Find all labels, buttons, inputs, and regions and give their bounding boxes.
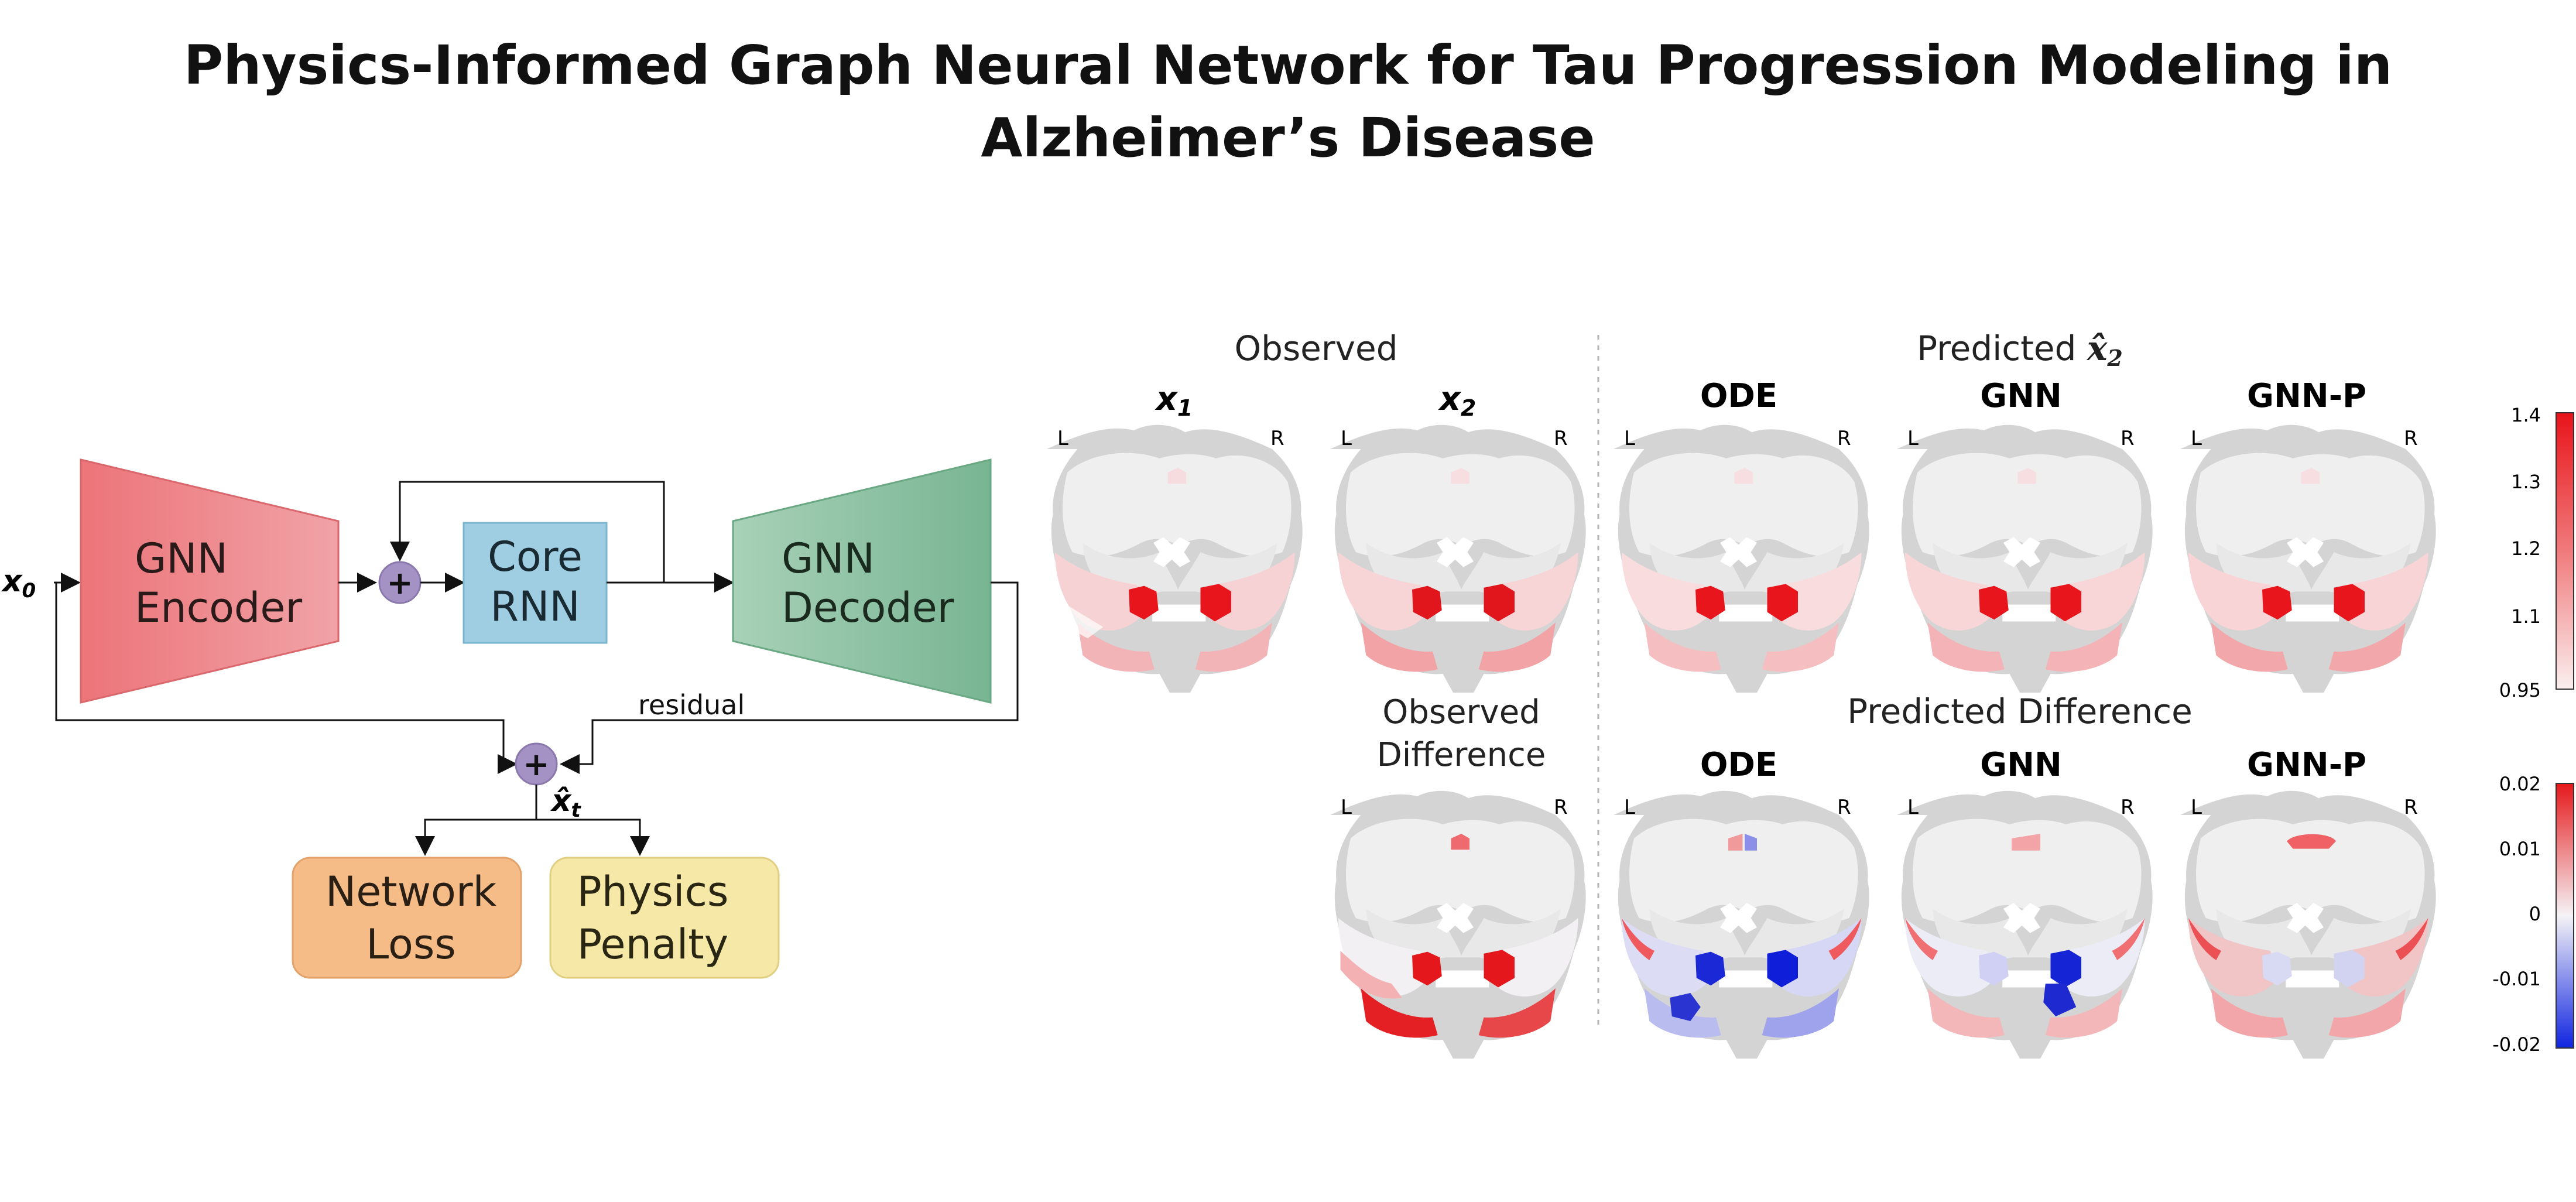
brain-odediff-right-marker: R [1837, 796, 1851, 819]
decoder-output-arrow [560, 581, 1019, 774]
brain-x1-right-marker: R [1270, 427, 1284, 450]
predicted-header: Predicted x̂2 [1917, 328, 2123, 371]
observed-diff-header-line1: Observed [1382, 693, 1540, 731]
brain-ode-right-marker: R [1837, 427, 1851, 450]
brain-predicted-gnn [1897, 424, 2153, 693]
brain-predicted-gnn-p [2180, 424, 2436, 693]
brain-difference-ode [1614, 790, 1869, 1059]
brain-difference-gnn-p [2180, 790, 2436, 1059]
brain-difference-gnn [1897, 790, 2153, 1059]
decoder-label-line2: Decoder [782, 584, 954, 632]
brain-obsdiff-left-marker: L [1341, 796, 1352, 819]
to-loss-arrow [415, 819, 536, 856]
colorbar-tau-tick-1: 1.3 [2511, 471, 2541, 493]
core-rnn-block [463, 522, 608, 644]
physics-penalty-box [549, 857, 780, 979]
col-header-x1: x1 [1155, 380, 1193, 421]
brain-observed-x1 [1047, 424, 1303, 693]
penalty-label-line1: Physics [577, 868, 729, 916]
brain-gnn-left-marker: L [1907, 427, 1919, 450]
brain-observed-difference [1330, 790, 1586, 1059]
observed-diff-header-line2: Difference [1377, 736, 1546, 774]
brain-x2-right-marker: R [1554, 427, 1568, 450]
brain-odediff-left-marker: L [1624, 796, 1635, 819]
brain-ode-left-marker: L [1624, 427, 1635, 450]
brain-gnndiff-left-marker: L [1907, 796, 1919, 819]
loss-label-line1: Network [326, 868, 497, 916]
architecture-diagram: x0 GNN Encoder + Core RNN GNN Decoder re… [1, 458, 1019, 979]
col-header-gnn-p: GNN-P [2247, 377, 2366, 415]
core-label-line1: Core [488, 533, 583, 581]
colorbar-tau-tick-4: 0.95 [2499, 679, 2541, 701]
brain-panel: Observed Predicted x̂2 x1 x2 ODE GNN GNN… [1047, 328, 2574, 1059]
sum-symbol-core: + [386, 564, 413, 601]
colorbar-tau-scale [2556, 412, 2574, 690]
loss-label-line2: Loss [366, 920, 456, 968]
colorbar-diff-tick-0: 0.02 [2499, 773, 2541, 795]
brain-observed-x2 [1330, 424, 1586, 693]
gnn-decoder-block [732, 458, 992, 704]
brain-gnnpdiff-left-marker: L [2191, 796, 2202, 819]
colorbar-tau-tick-3: 1.1 [2511, 605, 2541, 628]
col-header-gnn: GNN [1980, 377, 2062, 415]
sum-symbol-output: + [523, 746, 549, 783]
colorbar-difference: 0.02 0.01 0 -0.01 -0.02 [2492, 773, 2574, 1056]
colorbar-diff-tick-3: -0.01 [2492, 968, 2541, 990]
col-header-x2: x2 [1438, 380, 1477, 421]
decoder-label-line1: GNN [782, 535, 875, 583]
gnn-encoder-block [80, 458, 340, 704]
col-header-ode-diff: ODE [1700, 746, 1777, 784]
brain-gnn-p-right-marker: R [2404, 427, 2418, 450]
brain-x2-left-marker: L [1341, 427, 1352, 450]
residual-label: residual [638, 689, 745, 721]
col-header-ode: ODE [1700, 377, 1777, 415]
colorbar-difference-scale [2556, 783, 2574, 1049]
penalty-label-line2: Penalty [577, 920, 728, 968]
colorbar-tau-tick-0: 1.4 [2511, 404, 2541, 426]
encoder-label-line1: GNN [135, 535, 228, 583]
brain-gnndiff-right-marker: R [2121, 796, 2135, 819]
input-label: x0 [1, 564, 36, 602]
residual-skip-arrow [55, 583, 518, 774]
colorbar-diff-tick-1: 0.01 [2499, 838, 2541, 860]
col-header-gnn-p-diff: GNN-P [2247, 746, 2366, 784]
brain-predicted-ode [1614, 424, 1869, 693]
brain-gnn-right-marker: R [2121, 427, 2135, 450]
network-loss-box [292, 857, 522, 979]
predicted-diff-header: Predicted Difference [1847, 691, 2193, 731]
to-penalty-arrow [536, 819, 650, 856]
figure-title: Physics-Informed Graph Neural Network fo… [183, 34, 2393, 169]
brain-gnn-p-left-marker: L [2191, 427, 2202, 450]
colorbar-tau: 1.4 1.3 1.2 1.1 0.95 [2499, 404, 2574, 701]
core-label-line2: RNN [490, 583, 580, 631]
col-header-gnn-diff: GNN [1980, 746, 2062, 784]
brain-x1-left-marker: L [1057, 427, 1068, 450]
brain-gnnpdiff-right-marker: R [2404, 796, 2418, 819]
colorbar-diff-tick-4: -0.02 [2492, 1033, 2541, 1056]
recurrence-loop-arrow [390, 481, 665, 583]
output-label: x̂t [550, 783, 582, 822]
brain-obsdiff-right-marker: R [1554, 796, 1568, 819]
colorbar-diff-tick-2: 0 [2529, 903, 2541, 925]
colorbar-tau-tick-2: 1.2 [2511, 537, 2541, 560]
encoder-label-line2: Encoder [135, 584, 302, 632]
observed-header: Observed [1234, 328, 1397, 368]
